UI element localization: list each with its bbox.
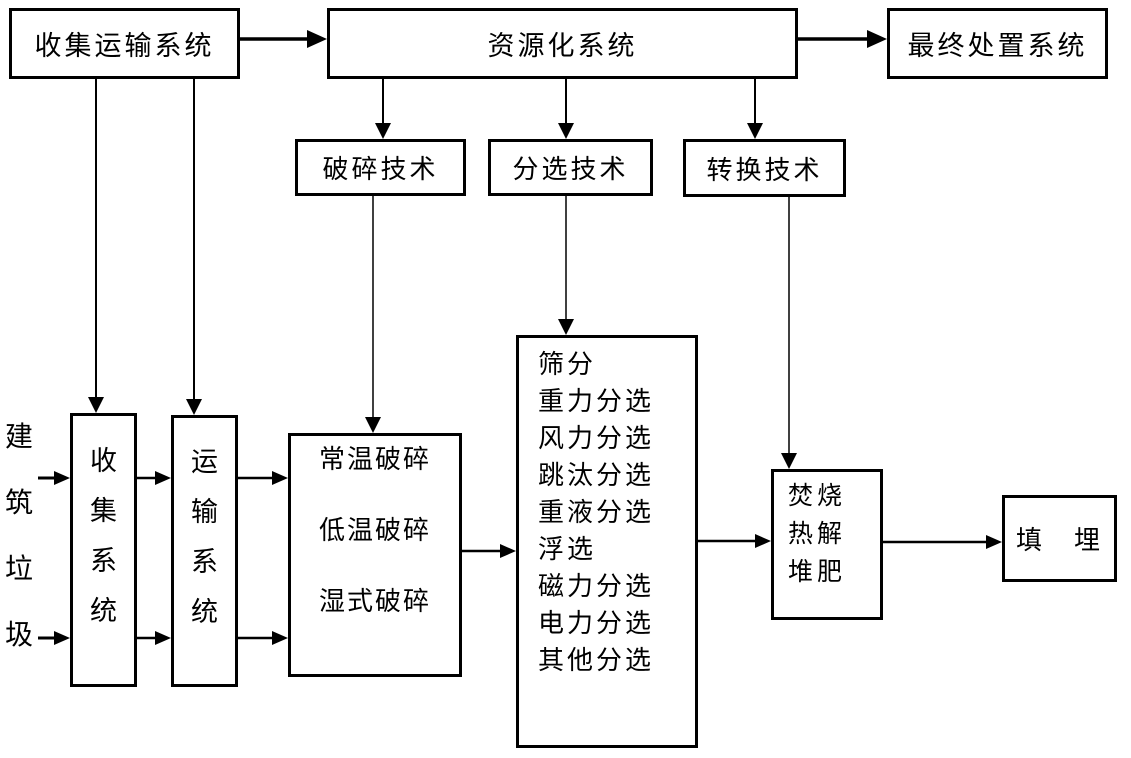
sort-method-item: 风力分选 [538,424,655,453]
box-transport-system: 运输系统 [171,415,238,687]
box-crushing-methods: 常温破碎 低温破碎 湿式破碎 [288,433,462,677]
sort-method-item: 其他分选 [538,646,655,675]
box-crushing-technology: 破碎技术 [295,139,466,196]
sort-method-item: 跳汰分选 [538,461,655,490]
arrow-waste-input-top [38,471,70,485]
arrow-sort-tech-to-sort-detail [558,196,574,335]
arrow-collect-to-transport-top [137,471,171,485]
box-conversion-methods: 焚烧 热解 堆肥 [771,469,883,620]
arrow-resource-to-crush-tech [375,79,391,139]
box-label: 收集运输系统 [34,31,215,61]
convert-method-item: 焚烧 [788,483,847,510]
convert-method-item: 堆肥 [788,559,847,586]
box-label-vertical: 收集系统 [90,445,117,626]
arrow-crush-detail-to-sort-detail [462,544,516,558]
sort-method-item: 浮选 [538,535,597,564]
box-label: 最终处置系统 [907,31,1088,61]
arrow-crush-tech-to-crush-detail [365,196,381,433]
box-collect-transport-system: 收集运输系统 [9,8,240,79]
construction-waste-label: 建筑垃圾 [4,422,33,651]
box-resource-system: 资源化系统 [327,8,798,79]
sort-method-item: 磁力分选 [538,572,655,601]
box-landfill: 填 埋 [1002,495,1117,582]
arrow-transport-to-crush-bottom [238,631,288,645]
box-label: 填 埋 [1015,526,1103,555]
arrow-collect-transport-to-collect-sys [88,79,104,413]
crush-method-item: 湿式破碎 [318,587,431,616]
arrow-transport-to-crush-top [238,471,288,485]
box-label: 分选技术 [512,155,629,184]
sort-method-item: 电力分选 [538,609,655,638]
arrow-collect-transport-to-transport-sys [186,79,202,415]
convert-method-item: 热解 [788,521,847,548]
arrow-resource-to-final [798,30,887,48]
arrow-resource-to-convert-tech [747,79,763,139]
sort-method-item: 筛分 [538,350,597,379]
arrow-resource-to-sort-tech [558,79,574,139]
arrow-waste-input-bottom [38,631,70,645]
box-label: 资源化系统 [487,31,638,61]
box-conversion-technology: 转换技术 [683,139,846,197]
crush-method-item: 低温破碎 [318,516,431,545]
crush-method-item: 常温破碎 [318,445,431,474]
box-label-vertical: 运输系统 [191,446,218,627]
arrow-convert-tech-to-convert-detail [781,197,797,469]
box-collection-system: 收集系统 [70,413,137,687]
sort-method-item: 重力分选 [538,387,655,416]
sort-method-item: 重液分选 [538,498,655,527]
box-final-disposal-system: 最终处置系统 [887,8,1108,79]
box-sorting-methods: 筛分 重力分选 风力分选 跳汰分选 重液分选 浮选 磁力分选 电力分选 其他分选 [516,335,698,748]
arrow-collect-to-transport-bottom [137,631,171,645]
arrow-collect-to-resource [239,30,327,48]
box-label: 转换技术 [706,155,823,185]
arrow-convert-detail-to-landfill [883,535,1002,549]
box-label: 破碎技术 [322,155,439,184]
box-sorting-technology: 分选技术 [488,139,653,196]
arrow-sort-detail-to-convert-detail [698,534,771,548]
